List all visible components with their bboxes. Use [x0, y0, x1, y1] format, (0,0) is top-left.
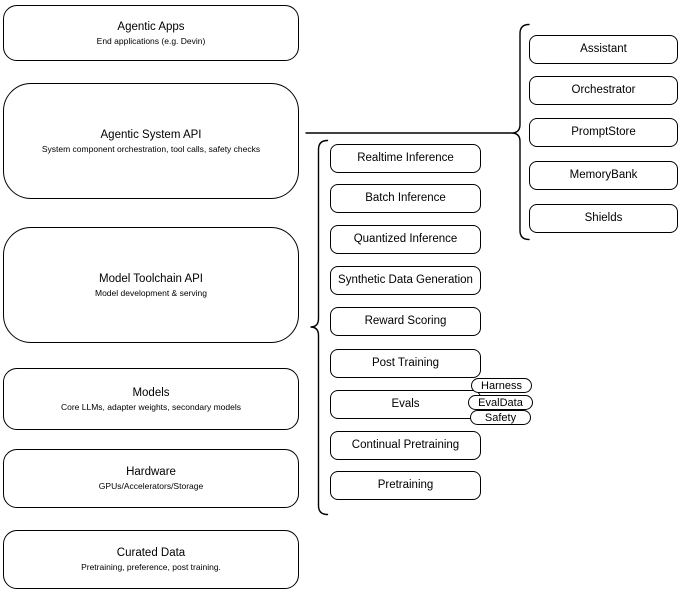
- pill-evaldata: EvalData: [468, 395, 533, 410]
- toolchain-brace: [310, 139, 329, 516]
- node-label: PromptStore: [571, 126, 636, 138]
- node-quantized-inference: Quantized Inference: [330, 225, 481, 254]
- node-subtitle: Pretraining, preference, post training.: [81, 562, 221, 572]
- node-hardware: Hardware GPUs/Accelerators/Storage: [3, 449, 299, 508]
- node-label: Pretraining: [377, 479, 434, 491]
- pill-label: Harness: [481, 379, 522, 392]
- pill-label: EvalData: [478, 396, 523, 409]
- node-subtitle: System component orchestration, tool cal…: [41, 143, 261, 154]
- pill-safety: Safety: [470, 410, 531, 425]
- node-reward-scoring: Reward Scoring: [330, 307, 481, 336]
- node-subtitle: Model development & serving: [95, 287, 207, 298]
- node-realtime-inference: Realtime Inference: [330, 144, 481, 173]
- pill-harness: Harness: [471, 378, 532, 393]
- node-evals: Evals: [330, 390, 481, 419]
- node-assistant: Assistant: [529, 35, 678, 64]
- node-label: Shields: [584, 212, 623, 224]
- node-orchestrator: Orchestrator: [529, 76, 678, 105]
- node-label: Quantized Inference: [353, 233, 458, 245]
- node-synthetic-data-generation: Synthetic Data Generation: [330, 266, 481, 295]
- node-title: Model Toolchain API: [99, 272, 203, 285]
- node-curated-data: Curated Data Pretraining, preference, po…: [3, 530, 299, 589]
- node-title: Models: [132, 386, 170, 399]
- node-promptstore: PromptStore: [529, 118, 678, 147]
- node-subtitle: GPUs/Accelerators/Storage: [98, 481, 204, 491]
- node-label: Synthetic Data Generation: [338, 274, 473, 286]
- node-model-toolchain-api: Model Toolchain API Model development & …: [3, 227, 299, 343]
- node-title: Agentic System API: [100, 128, 202, 141]
- node-memorybank: MemoryBank: [529, 161, 678, 190]
- node-continual-pretraining: Continual Pretraining: [330, 431, 481, 460]
- node-label: Post Training: [371, 357, 440, 369]
- node-pretraining: Pretraining: [330, 471, 481, 500]
- node-label: Assistant: [580, 43, 627, 55]
- system-components-brace: [511, 23, 530, 241]
- node-label: Evals: [391, 398, 420, 410]
- node-post-training: Post Training: [330, 349, 481, 378]
- node-label: Realtime Inference: [357, 152, 454, 164]
- node-title: Agentic Apps: [117, 20, 185, 33]
- node-label: MemoryBank: [569, 169, 638, 181]
- pill-label: Safety: [484, 411, 517, 424]
- node-shields: Shields: [529, 204, 678, 233]
- node-label: Batch Inference: [365, 192, 446, 204]
- node-agentic-system-api: Agentic System API System component orch…: [3, 83, 299, 199]
- node-label: Orchestrator: [571, 84, 636, 96]
- node-agentic-apps: Agentic Apps End applications (e.g. Devi…: [3, 5, 299, 61]
- node-label: Reward Scoring: [364, 315, 447, 327]
- node-title: Curated Data: [116, 547, 186, 559]
- node-subtitle: End applications (e.g. Devin): [96, 35, 206, 46]
- node-title: Hardware: [126, 466, 176, 478]
- node-subtitle: Core LLMs, adapter weights, secondary mo…: [60, 401, 241, 412]
- node-batch-inference: Batch Inference: [330, 184, 481, 213]
- node-models: Models Core LLMs, adapter weights, secon…: [3, 368, 299, 430]
- node-label: Continual Pretraining: [351, 439, 460, 451]
